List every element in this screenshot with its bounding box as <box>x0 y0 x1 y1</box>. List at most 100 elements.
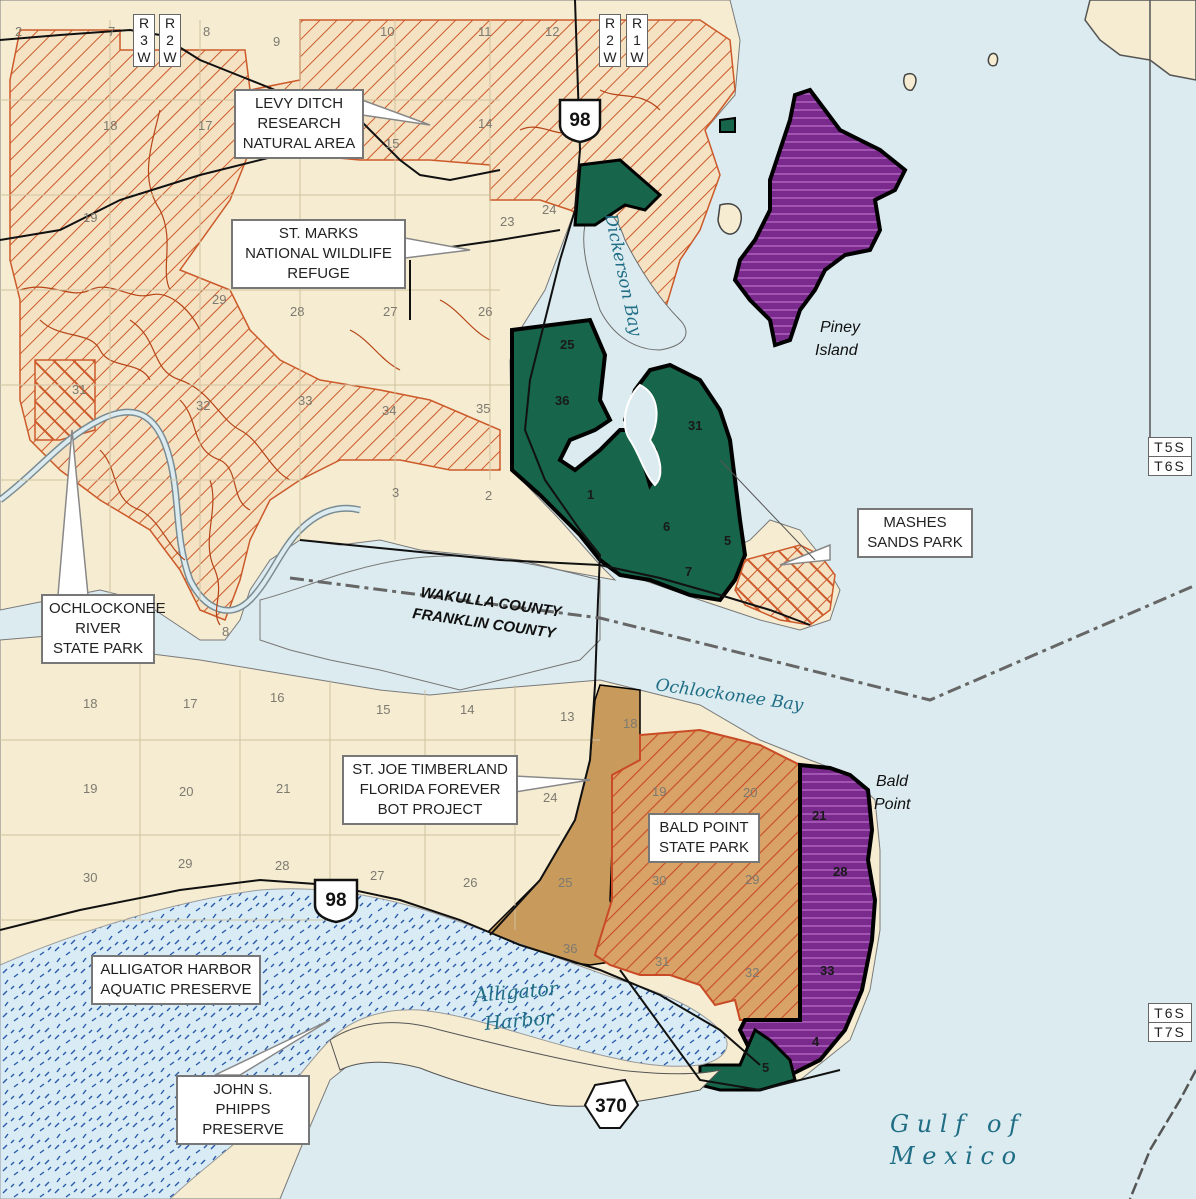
green-section-5 <box>698 1027 797 1092</box>
section-31-bald: 31 <box>655 954 669 969</box>
section-26: 26 <box>478 304 492 319</box>
section-24-south: 24 <box>543 790 557 805</box>
section-28: 28 <box>290 304 304 319</box>
dickerson-green <box>573 158 663 227</box>
section-19: 19 <box>83 210 97 225</box>
section-24: 24 <box>542 202 556 217</box>
bald-point-purple <box>737 762 878 1078</box>
section-31-green: 31 <box>688 418 702 433</box>
bald-point-label-1: Bald <box>876 773 909 790</box>
section-18-bald: 18 <box>623 716 637 731</box>
section-28-purple: 28 <box>833 864 847 879</box>
gulf-label-1: G u l f o f <box>890 1110 1022 1138</box>
section-1-green: 1 <box>587 487 594 502</box>
us98-south-shield: 98 <box>313 878 359 924</box>
section-31: 31 <box>72 382 86 397</box>
section-19-south: 19 <box>83 781 97 796</box>
dickerson-bay <box>583 210 687 351</box>
us98-south-label: 98 <box>325 890 346 911</box>
section-28-south: 28 <box>275 858 289 873</box>
piney-island-label-1: Piney <box>820 319 861 336</box>
piney-island <box>732 87 908 348</box>
green-state-park <box>510 317 748 603</box>
section-26-south: 26 <box>463 875 477 890</box>
green-inner-bay <box>623 383 662 487</box>
st-marks-refuge-hatch <box>9 19 736 621</box>
section-3: 3 <box>392 485 399 500</box>
bald-point-label-2: Point <box>874 796 911 813</box>
section-8-top: 8 <box>203 24 210 39</box>
section-35: 35 <box>476 401 490 416</box>
section-27: 27 <box>383 304 397 319</box>
section-8: 8 <box>222 624 229 639</box>
section-36-green: 36 <box>555 393 569 408</box>
section-14-south: 14 <box>460 702 474 717</box>
us98-north-shield: 98 <box>558 98 602 144</box>
section-5-green: 5 <box>724 533 731 548</box>
section-25-south: 25 <box>558 875 572 890</box>
section-18: 18 <box>103 118 117 133</box>
section-19-bald: 19 <box>652 784 666 799</box>
section-23: 23 <box>500 214 514 229</box>
section-12-top: 12 <box>545 24 559 39</box>
section-36-south: 36 <box>563 941 577 956</box>
section-15: 15 <box>385 136 399 151</box>
piney-island-label-2: Island <box>815 342 859 359</box>
roads <box>0 0 841 1092</box>
section-5-green-south: 5 <box>762 1060 769 1075</box>
mashes-sands-hatch <box>734 544 836 626</box>
section-14: 14 <box>478 116 492 131</box>
section-33: 33 <box>298 393 312 408</box>
section-27-south: 27 <box>370 868 384 883</box>
section-30-south: 30 <box>83 870 97 885</box>
small-islands <box>717 52 999 235</box>
section-32-bald: 32 <box>745 965 759 980</box>
section-2: 2 <box>485 488 492 503</box>
section-7-green: 7 <box>685 564 692 579</box>
section-34: 34 <box>382 403 396 418</box>
section-21-south: 21 <box>276 781 290 796</box>
section-11-top: 11 <box>478 24 492 39</box>
section-numbers: 2 7 8 9 10 11 12 18 17 15 14 19 23 24 29… <box>15 24 847 1075</box>
railroad-line <box>1128 1069 1196 1199</box>
county-line <box>289 576 1196 702</box>
section-16-south: 16 <box>270 690 284 705</box>
section-25-green: 25 <box>560 337 574 352</box>
section-17-south: 17 <box>183 696 197 711</box>
section-29-bald: 29 <box>745 872 759 887</box>
section-29: 29 <box>212 292 226 307</box>
section-2-top: 2 <box>15 24 22 39</box>
us98-north-label: 98 <box>569 110 590 131</box>
section-20-bald: 20 <box>743 785 757 800</box>
section-30-bald: 30 <box>652 873 666 888</box>
section-29-south: 29 <box>178 856 192 871</box>
section-33-purple: 33 <box>820 963 834 978</box>
section-6-green: 6 <box>663 519 670 534</box>
section-7-top: 7 <box>108 24 115 39</box>
section-32: 32 <box>196 398 210 413</box>
sr370-label: 370 <box>595 1096 627 1117</box>
section-10-top: 10 <box>380 24 394 39</box>
dickerson-green-small <box>719 116 736 133</box>
sr370-shield: 370 <box>583 1078 640 1129</box>
section-4-purple: 4 <box>812 1034 820 1049</box>
section-17: 17 <box>198 118 212 133</box>
section-21-purple: 21 <box>812 808 826 823</box>
gulf-label-2: M e x i c o <box>889 1142 1016 1170</box>
section-15-south: 15 <box>376 702 390 717</box>
